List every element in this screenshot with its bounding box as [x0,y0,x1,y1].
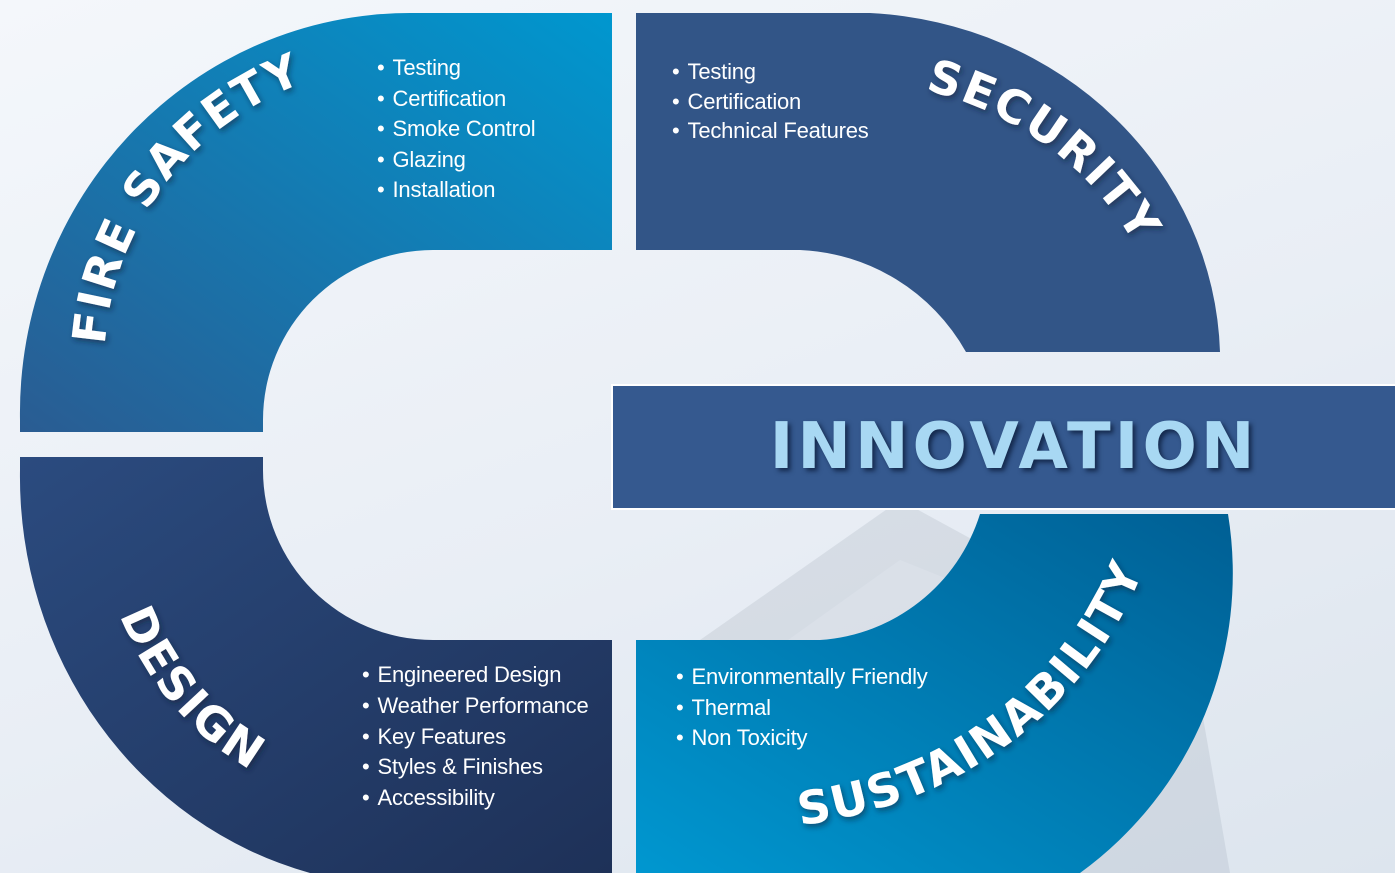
innovation-label: INNOVATION [769,410,1259,484]
sustainability-list: Environmentally Friendly Thermal Non Tox… [676,662,928,754]
list-item: Testing [672,57,869,87]
list-item: Weather Performance [362,691,589,722]
list-item: Accessibility [362,783,589,814]
list-item: Certification [377,84,535,115]
design-list: Engineered Design Weather Performance Ke… [362,660,589,814]
list-item: Environmentally Friendly [676,662,928,693]
list-item: Technical Features [672,116,869,146]
list-item: Styles & Finishes [362,752,589,783]
list-item: Thermal [676,693,928,724]
list-item: Smoke Control [377,114,536,145]
list-item: Certification [672,87,869,117]
fire-safety-list: Testing Certification Smoke Control Glaz… [377,53,536,206]
list-item: Testing [377,53,535,84]
list-item: Installation [377,175,535,206]
security-list: Testing Certification Technical Features [672,57,869,146]
list-item: Glazing [377,145,535,176]
sustainability-segment [636,514,1233,873]
innovation-banner: INNOVATION [611,384,1395,510]
list-item: Non Toxicity [676,723,928,754]
list-item: Key Features [362,722,589,753]
list-item: Engineered Design [362,660,589,691]
